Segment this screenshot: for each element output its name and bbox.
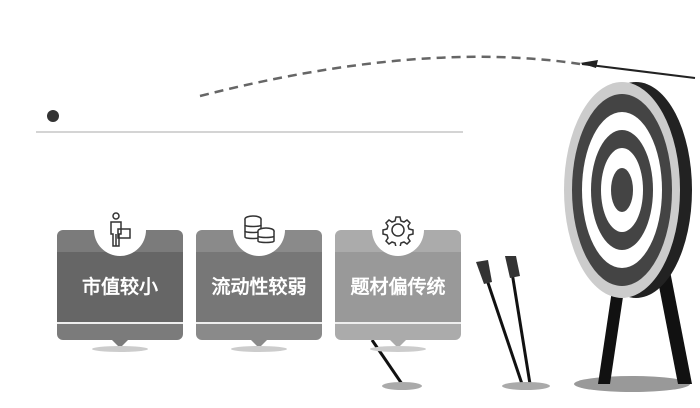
businessman-icon: [94, 204, 146, 256]
card-label: 市值较小: [81, 276, 158, 298]
card-liquidity: 流动性较弱: [196, 204, 322, 348]
dashed-trajectory: [199, 55, 581, 98]
arrow-stuck: [480, 264, 524, 385]
card-label: 题材偏传统: [350, 276, 446, 298]
gear-icon: [372, 204, 424, 256]
coins-icon: [233, 204, 285, 256]
target-board: [564, 82, 692, 392]
card-market-cap: 市值较小: [57, 204, 183, 348]
card-label: 流动性较弱: [211, 276, 307, 298]
bullet-dot: [47, 110, 59, 122]
flying-arrow: [581, 63, 696, 79]
arrow-stuck: [508, 259, 532, 385]
card-theme: 题材偏传统: [335, 204, 461, 348]
